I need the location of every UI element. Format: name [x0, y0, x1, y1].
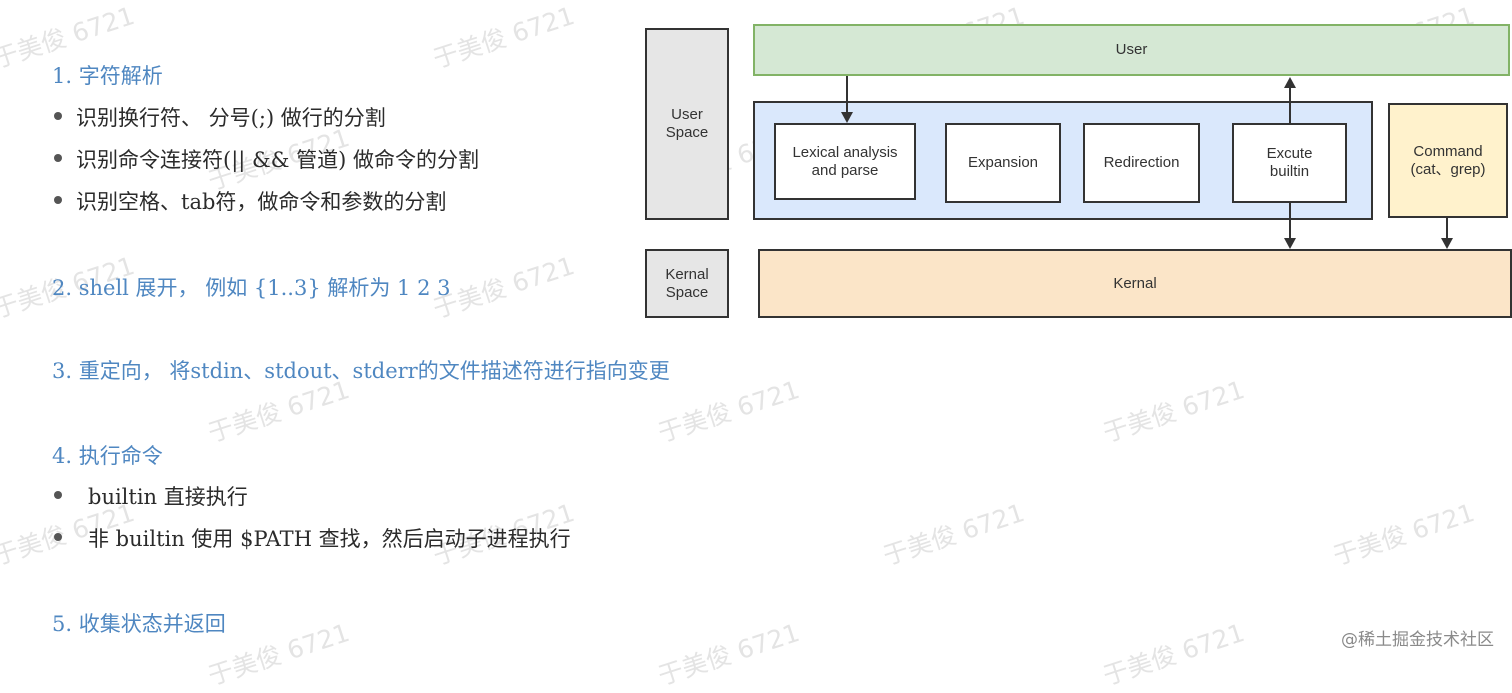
kernal-box: Kernal [758, 249, 1512, 318]
watermark: 于美俊 6721 [654, 617, 803, 691]
bullet-connector: 识别命令连接符(|| && 管道) 做命令的分割 [76, 148, 479, 172]
excute-builtin-label: Excute builtin [1266, 145, 1313, 180]
section-3-heading: 3. 重定向， 将stdin、stdout、stderr的文件描述符进行指向变更 [52, 359, 670, 383]
arrow-head-up [1284, 77, 1296, 88]
command-box: Command (cat、grep) [1388, 103, 1508, 218]
watermark: 于美俊 6721 [429, 0, 578, 74]
excute-builtin-box: Excute builtin [1232, 123, 1347, 203]
watermark: 于美俊 6721 [1099, 617, 1248, 691]
section-5-heading: 5. 收集状态并返回 [52, 612, 226, 636]
expansion-label: Expansion [967, 154, 1039, 171]
watermark: 于美俊 6721 [1099, 374, 1248, 448]
watermark: 于美俊 6721 [1329, 497, 1478, 571]
bullet-non-builtin: 非 builtin 使用 $PATH 查找，然后启动子进程执行 [88, 527, 571, 551]
lexical-analysis-box: Lexical analysis and parse [774, 123, 916, 200]
watermark: 于美俊 6721 [654, 374, 803, 448]
kernal-space-label: Kernal Space [665, 265, 709, 301]
user-space-box: User Space [645, 28, 729, 220]
kernal-label: Kernal [1113, 274, 1157, 292]
bullet-line-break: 识别换行符、 分号(;) 做行的分割 [76, 106, 386, 130]
bullet-dot [54, 196, 62, 204]
bullet-dot [54, 491, 62, 499]
bullet-whitespace: 识别空格、tab符，做命令和参数的分割 [76, 190, 447, 214]
watermark: 于美俊 6721 [429, 250, 578, 324]
command-label: Command (cat、grep) [1410, 142, 1486, 178]
arrow-head-down [1284, 238, 1296, 249]
bullet-builtin: builtin 直接执行 [88, 485, 248, 509]
watermark: 于美俊 6721 [879, 497, 1028, 571]
bullet-dot [54, 533, 62, 541]
user-space-label: User Space [665, 106, 709, 141]
diagram-arrows [841, 76, 1453, 249]
arrow-head-down [1441, 238, 1453, 249]
footer-credit: @稀土掘金技术社区 [1341, 630, 1494, 650]
expansion-box: Expansion [945, 123, 1061, 203]
section-1-heading: 1. 字符解析 [52, 64, 163, 88]
user-box: User [753, 24, 1510, 76]
section-2-heading: 2. shell 展开， 例如 {1..3} 解析为 1 2 3 [52, 276, 451, 300]
bullet-dot [54, 154, 62, 162]
section-4-heading: 4. 执行命令 [52, 444, 163, 468]
user-label: User [1115, 41, 1148, 58]
kernal-space-box: Kernal Space [645, 249, 729, 318]
lexical-analysis-label: Lexical analysis and parse [792, 143, 898, 179]
bullet-dot [54, 112, 62, 120]
redirection-box: Redirection [1083, 123, 1200, 203]
redirection-label: Redirection [1103, 154, 1180, 171]
